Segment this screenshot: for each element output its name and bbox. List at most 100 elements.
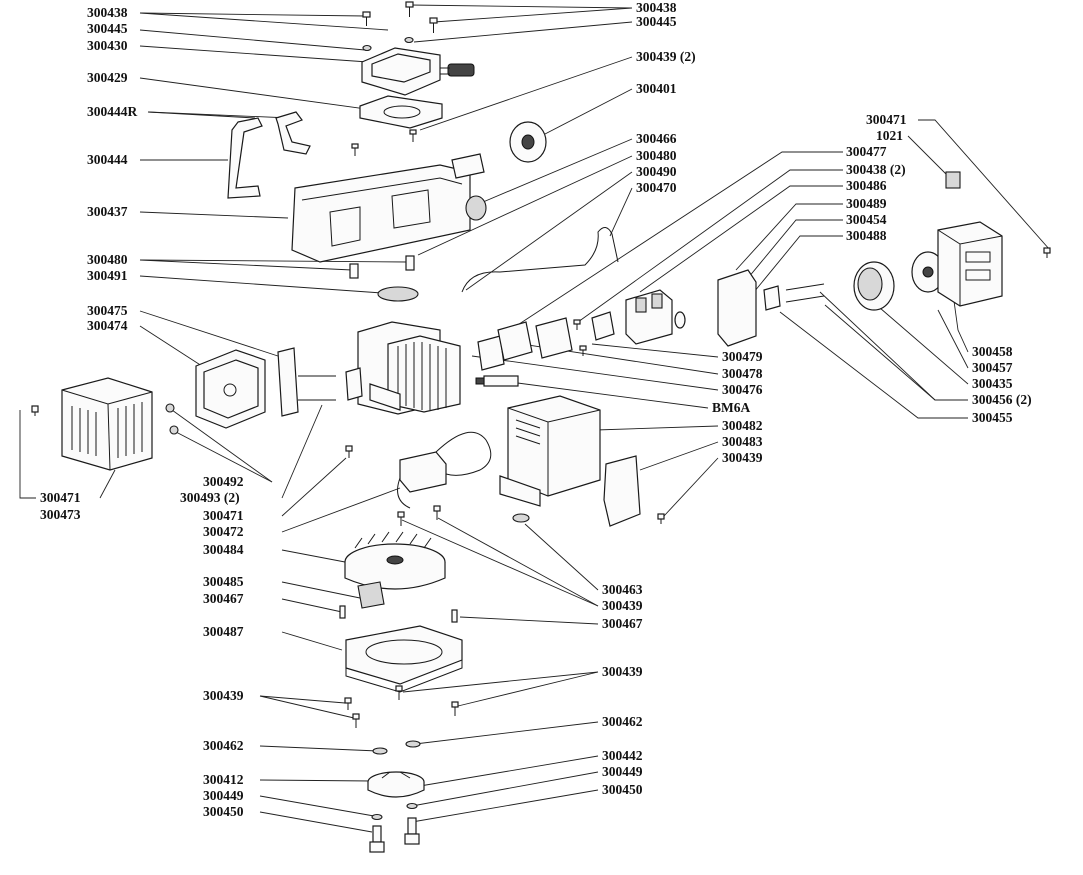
nut-300492-a bbox=[165, 403, 175, 413]
label-300467-b: 300467 bbox=[602, 616, 643, 631]
label-300450-a: 300450 bbox=[203, 804, 244, 819]
label-300429: 300429 bbox=[87, 70, 128, 85]
ring-300489 bbox=[674, 311, 686, 329]
pin-300467-a bbox=[339, 605, 346, 619]
spacer-300435 bbox=[853, 261, 895, 311]
starter-pulley-300401 bbox=[509, 121, 547, 163]
label-300471-b: 300471 bbox=[203, 508, 244, 523]
screw-300471-mid bbox=[345, 445, 353, 458]
label-300439-b: 300439 (2) bbox=[636, 49, 696, 64]
nut-300492-b bbox=[169, 425, 179, 435]
label-300475: 300475 bbox=[87, 303, 128, 318]
label-300473: 300473 bbox=[40, 507, 81, 522]
label-300480-a: 300480 bbox=[87, 252, 128, 267]
screw-300439-f bbox=[344, 697, 352, 710]
label-300483: 300483 bbox=[722, 434, 763, 449]
label-300401: 300401 bbox=[636, 81, 677, 96]
pin-300467-b bbox=[451, 609, 458, 623]
label-300493: 300493 (2) bbox=[180, 490, 240, 505]
clip-1021 bbox=[945, 171, 961, 189]
screw-300439-i bbox=[451, 701, 459, 716]
label-300442: 300442 bbox=[602, 748, 643, 763]
label-300444: 300444 bbox=[87, 152, 128, 167]
gasket-300488 bbox=[763, 285, 781, 311]
label-300471-c: 300471 bbox=[866, 112, 907, 127]
washer-300463 bbox=[512, 513, 530, 523]
gasket-hole bbox=[383, 105, 421, 119]
magnet-300485 bbox=[357, 581, 385, 609]
label-1021: 1021 bbox=[876, 128, 903, 143]
label-300470: 300470 bbox=[636, 180, 677, 195]
fuel-line-300470 bbox=[461, 227, 619, 293]
label-300466: 300466 bbox=[636, 131, 677, 146]
bracket-300444R bbox=[275, 111, 311, 155]
label-300485: 300485 bbox=[203, 574, 244, 589]
washer-300449-b bbox=[406, 802, 418, 810]
label-300438-b: 300438 bbox=[636, 0, 677, 15]
washer-300445-a bbox=[362, 44, 372, 52]
screw-300438-a bbox=[362, 11, 371, 26]
gasket-300479 bbox=[591, 311, 615, 341]
label-300462-b: 300462 bbox=[602, 714, 643, 729]
label-BM6A: BM6A bbox=[712, 400, 751, 415]
insulator-300478 bbox=[497, 321, 533, 361]
label-300478: 300478 bbox=[722, 366, 763, 381]
label-300445-a: 300445 bbox=[87, 21, 128, 36]
screw-300471-right bbox=[1043, 247, 1051, 258]
label-300462-a: 300462 bbox=[203, 738, 244, 753]
label-300491: 300491 bbox=[87, 268, 128, 283]
label-300437: 300437 bbox=[87, 204, 128, 219]
gasket-300475 bbox=[277, 347, 299, 417]
engine-block bbox=[345, 321, 461, 415]
post-300480-a bbox=[349, 263, 359, 279]
bracket-300444 bbox=[227, 117, 263, 199]
leader-lines bbox=[19, 4, 1051, 833]
label-300412: 300412 bbox=[203, 772, 244, 787]
label-300489: 300489 bbox=[846, 196, 887, 211]
studs-300493 bbox=[298, 375, 336, 401]
label-300449-a: 300449 bbox=[203, 788, 244, 803]
label-300458: 300458 bbox=[972, 344, 1013, 359]
bolt-300450-b bbox=[404, 817, 420, 845]
label-300476: 300476 bbox=[722, 382, 763, 397]
label-300455: 300455 bbox=[972, 410, 1013, 425]
screw-300438-d bbox=[573, 319, 581, 330]
screw-300438-b bbox=[405, 1, 414, 17]
label-300467-a: 300467 bbox=[203, 591, 244, 606]
label-300430: 300430 bbox=[87, 38, 128, 53]
grommet-300491 bbox=[377, 286, 419, 302]
bracket-300483 bbox=[603, 455, 641, 527]
top-cover-300430 bbox=[361, 47, 475, 96]
label-300488: 300488 bbox=[846, 228, 887, 243]
fuel-tank-300437 bbox=[291, 153, 485, 263]
label-300439-e: 300439 bbox=[602, 664, 643, 679]
label-300490: 300490 bbox=[636, 164, 677, 179]
gasket-300429 bbox=[359, 95, 443, 129]
screw-300471-left bbox=[31, 405, 39, 416]
washer-300445-b bbox=[404, 36, 414, 44]
label-300482: 300482 bbox=[722, 418, 763, 433]
carb-block-300477 bbox=[535, 317, 573, 359]
plug-300466 bbox=[465, 195, 487, 221]
housing-300487 bbox=[345, 625, 463, 693]
label-300472: 300472 bbox=[203, 524, 244, 539]
label-300492: 300492 bbox=[203, 474, 244, 489]
label-300457: 300457 bbox=[972, 360, 1013, 375]
label-300454: 300454 bbox=[846, 212, 887, 227]
washer-300462-b bbox=[405, 740, 421, 748]
screw-300439-g bbox=[352, 713, 360, 728]
label-300439-a: 300439 bbox=[203, 688, 244, 703]
label-300445-b: 300445 bbox=[636, 14, 677, 29]
label-300474: 300474 bbox=[87, 318, 128, 333]
label-300484: 300484 bbox=[203, 542, 244, 557]
label-300477: 300477 bbox=[846, 144, 887, 159]
label-300438-a: 300438 bbox=[87, 5, 128, 20]
screw-300439-h bbox=[395, 685, 403, 700]
label-300479: 300479 bbox=[722, 349, 763, 364]
label-300487: 300487 bbox=[203, 624, 244, 639]
label-300444R: 300444R bbox=[87, 104, 138, 119]
post-300480-b bbox=[405, 255, 415, 271]
gasket-300476 bbox=[477, 335, 505, 371]
label-300463: 300463 bbox=[602, 582, 643, 597]
